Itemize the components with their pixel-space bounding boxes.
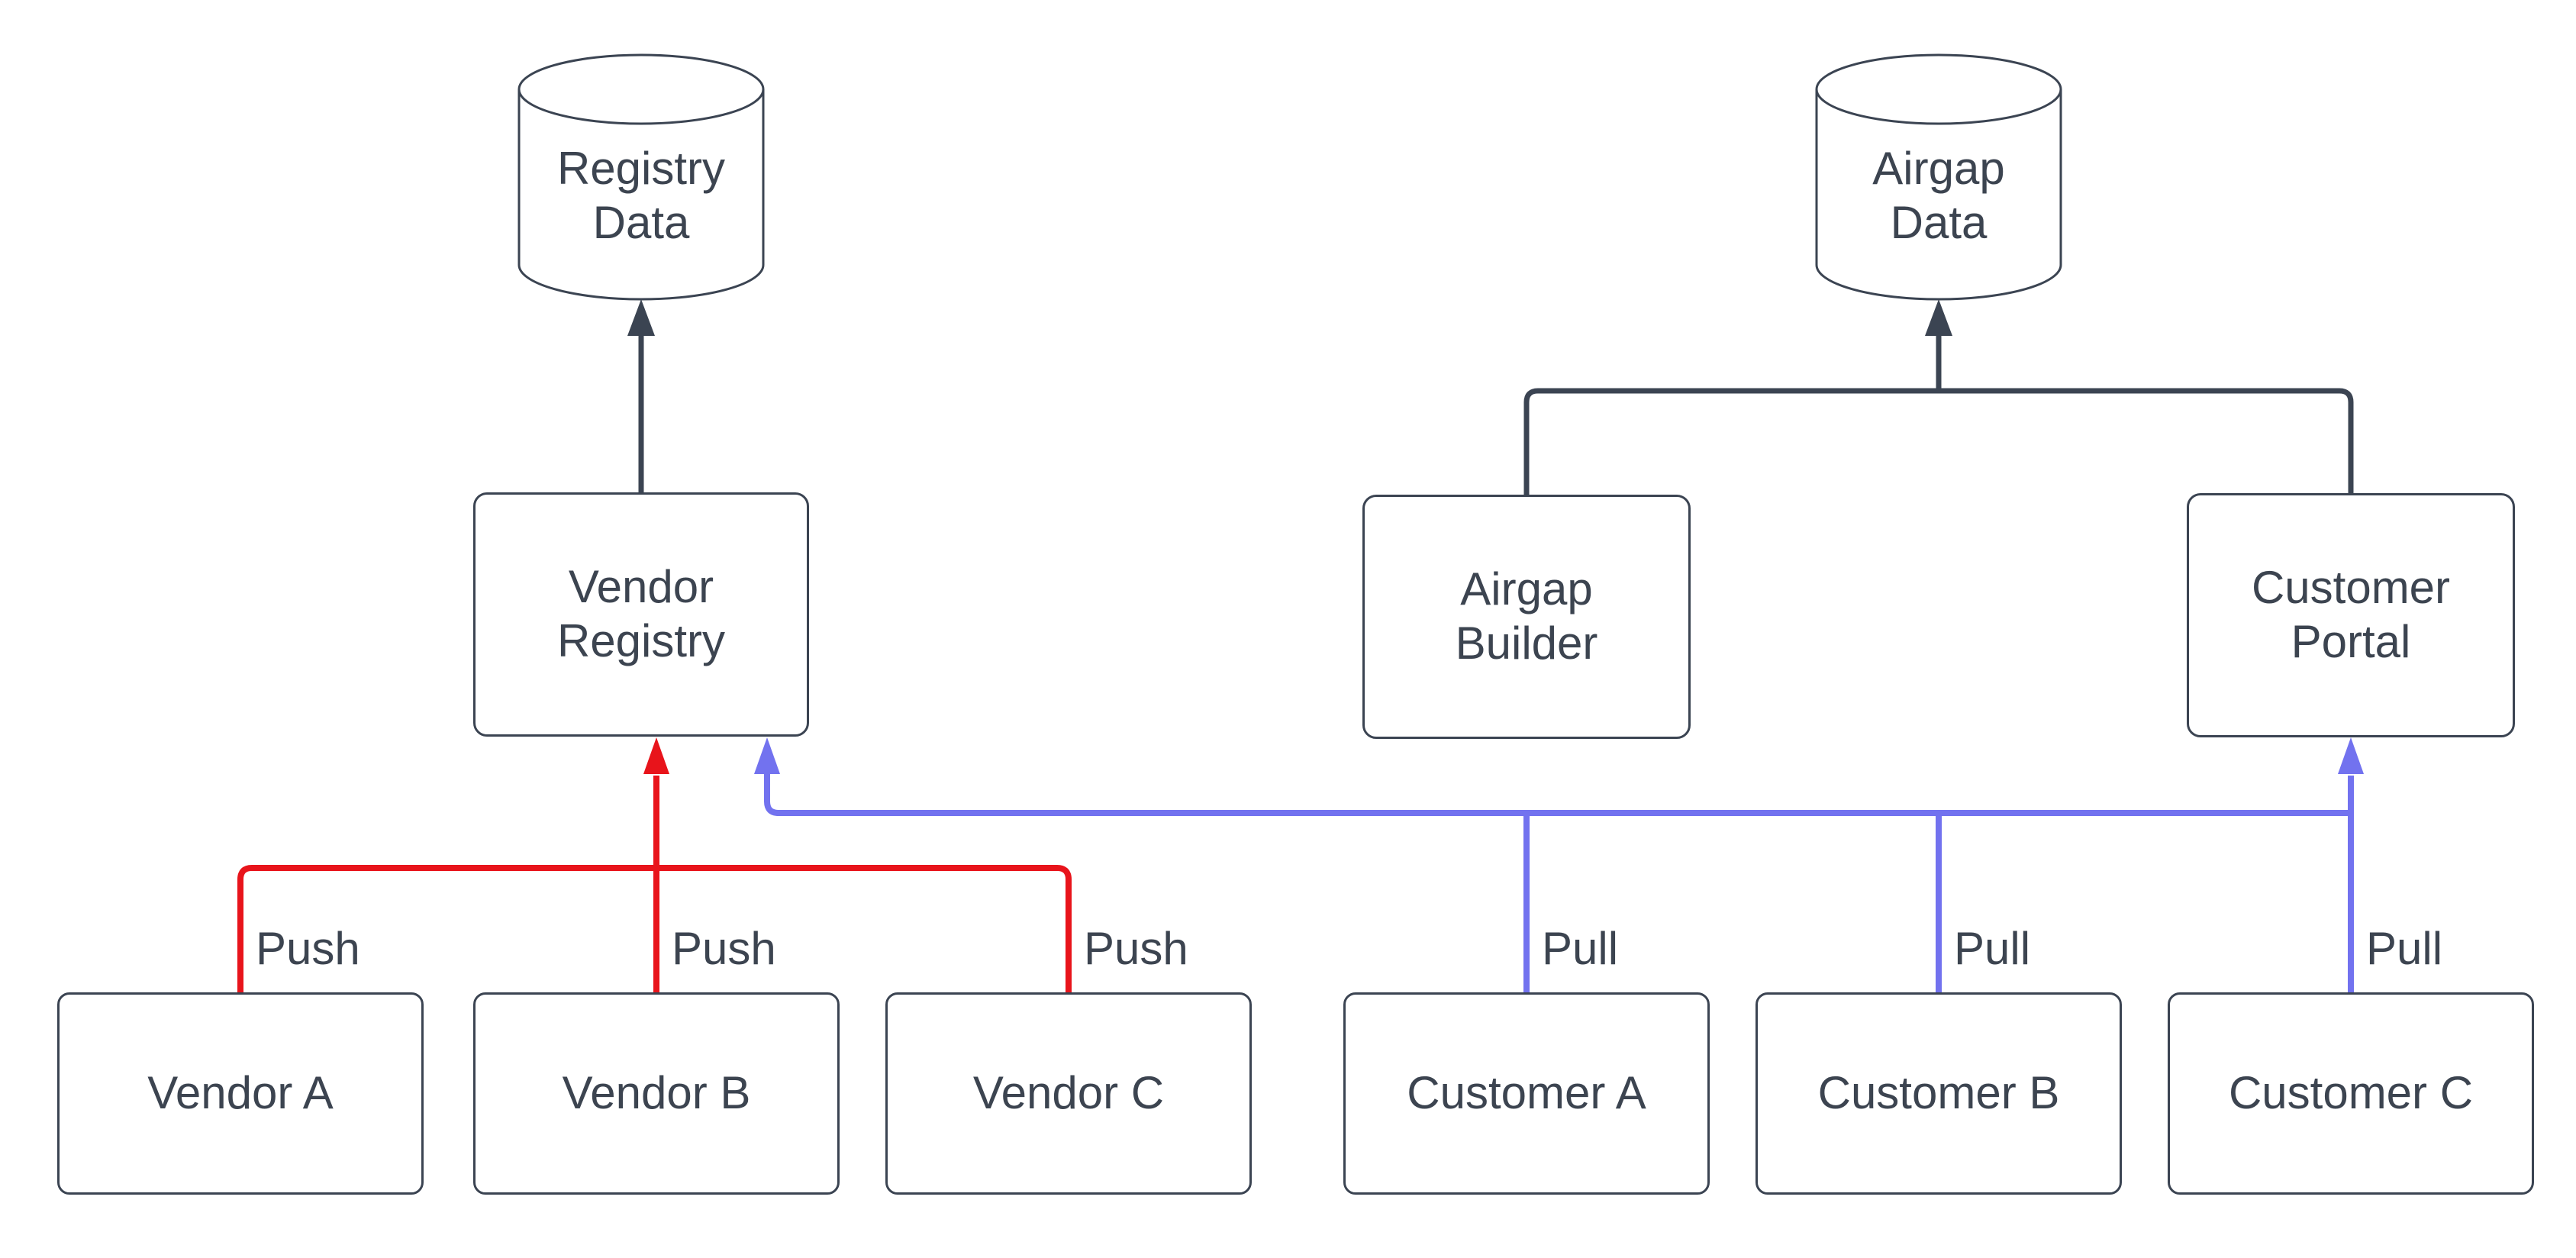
node-label: Registry Data [556,143,726,248]
arrowhead-push-vendor-registry [643,737,669,774]
node-customer-c[interactable]: Customer C [2168,992,2534,1195]
node-label: Customer C [2228,1067,2474,1119]
edge-pull-trunk[interactable] [764,774,2351,816]
cylinder-body [1815,89,2062,301]
arrowhead-pull-vendor-registry [754,737,780,774]
node-customer-b[interactable]: Customer B [1755,992,2122,1195]
cylinder-top [1815,53,2062,125]
node-airgap-data[interactable]: Airgap Data [1815,53,2062,301]
node-label: Vendor A [147,1067,334,1119]
edge-label-pull-b[interactable]: Pull [1954,923,2031,974]
edge-builder-portal-trunk[interactable] [1523,388,2354,495]
node-vendor-b[interactable]: Vendor B [473,992,840,1195]
node-registry-data[interactable]: Registry Data [517,53,765,301]
cylinder-top [517,53,765,125]
node-label: Customer A [1407,1067,1646,1119]
node-vendor-c[interactable]: Vendor C [885,992,1252,1195]
node-label: Customer B [1817,1067,2060,1119]
node-vendor-a[interactable]: Vendor A [57,992,424,1195]
arrowhead-airgap-data [1925,299,1952,336]
edge-label-pull-c[interactable]: Pull [2366,923,2443,974]
node-label: Vendor Registry [556,561,726,666]
cylinder-body [517,89,765,301]
node-label: Airgap Builder [1455,563,1598,669]
node-airgap-builder[interactable]: Airgap Builder [1362,495,1691,739]
arrowhead-registry-data [627,299,655,336]
edge-label-pull-a[interactable]: Pull [1542,923,1619,974]
arrowhead-pull-customer-portal [2338,737,2364,774]
edge-label-push-b[interactable]: Push [672,923,776,974]
node-label: Vendor B [562,1067,751,1119]
node-label: Airgap Data [1872,143,2005,248]
edge-label-push-a[interactable]: Push [256,923,360,974]
node-customer-portal[interactable]: Customer Portal [2187,493,2515,737]
node-vendor-registry[interactable]: Vendor Registry [473,492,809,737]
node-label: Vendor C [972,1067,1165,1119]
node-customer-a[interactable]: Customer A [1343,992,1710,1195]
node-label: Customer Portal [2251,562,2451,667]
edge-label-push-c[interactable]: Push [1084,923,1188,974]
